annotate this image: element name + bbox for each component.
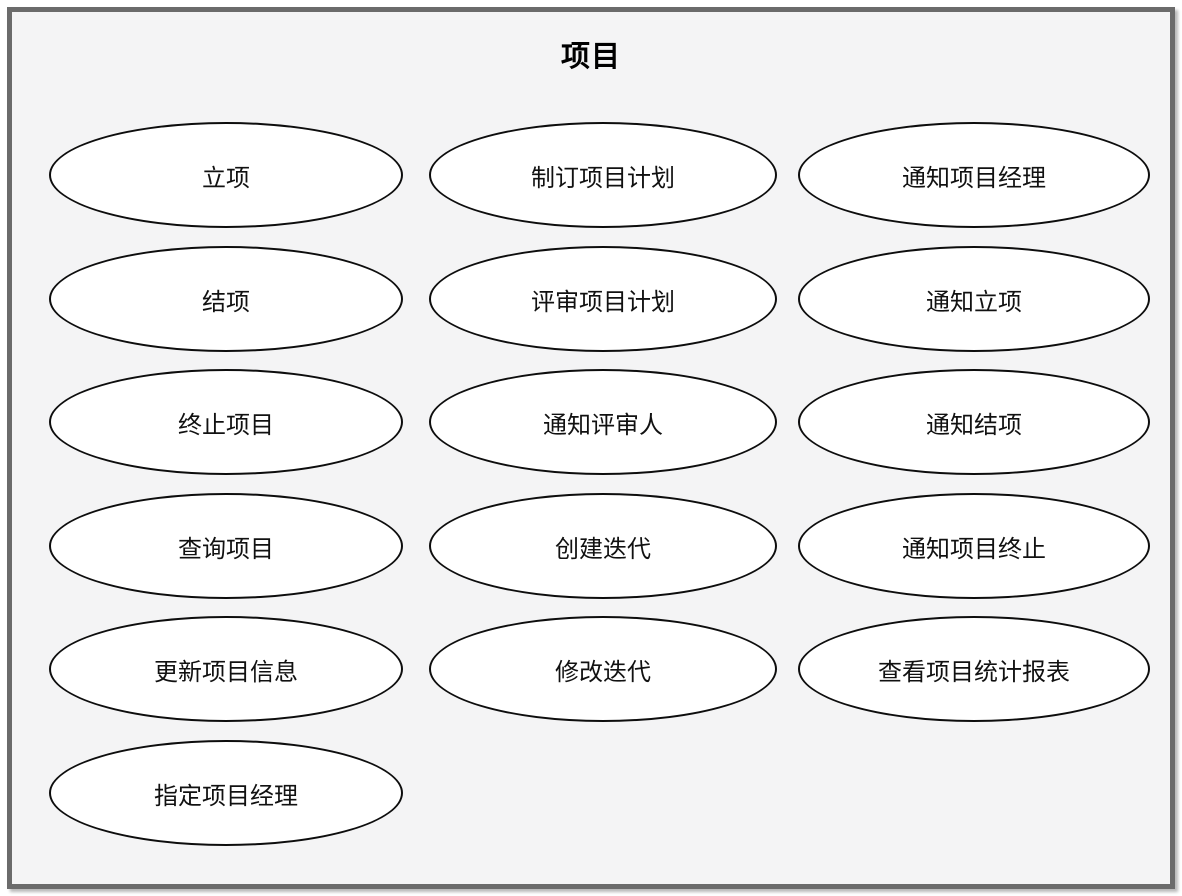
usecase-tongzhi-zhongzhi[interactable]: 通知项目终止	[798, 493, 1150, 599]
usecase-xiugai-diedai[interactable]: 修改迭代	[429, 616, 777, 722]
usecase-chakan-baobiao[interactable]: 查看项目统计报表	[798, 616, 1150, 722]
diagram-title: 项目	[560, 41, 621, 73]
usecase-diagram-frame: 项目 立项制订项目计划通知项目经理结项评审项目计划通知立项终止项目通知评审人通知…	[7, 7, 1175, 889]
usecase-pingshen-jihua[interactable]: 评审项目计划	[429, 246, 777, 352]
usecase-zhiding-jihua[interactable]: 制订项目计划	[429, 122, 777, 228]
usecase-gengxin-xinxi[interactable]: 更新项目信息	[49, 616, 403, 722]
usecase-tongzhi-lixiang[interactable]: 通知立项	[798, 246, 1150, 352]
usecase-jie-xiang[interactable]: 结项	[49, 246, 403, 352]
usecase-chaxun-xiangmu[interactable]: 查询项目	[49, 493, 403, 599]
usecase-tongzhi-jingli[interactable]: 通知项目经理	[798, 122, 1150, 228]
usecase-li-xiang[interactable]: 立项	[49, 122, 403, 228]
usecase-tongzhi-pingshenren[interactable]: 通知评审人	[429, 369, 777, 475]
usecase-tongzhi-jiexiang[interactable]: 通知结项	[798, 369, 1150, 475]
usecase-chuangjian-diedai[interactable]: 创建迭代	[429, 493, 777, 599]
usecase-zhiding-jingli[interactable]: 指定项目经理	[49, 740, 403, 846]
usecase-zhongzhi-xiangmu[interactable]: 终止项目	[49, 369, 403, 475]
